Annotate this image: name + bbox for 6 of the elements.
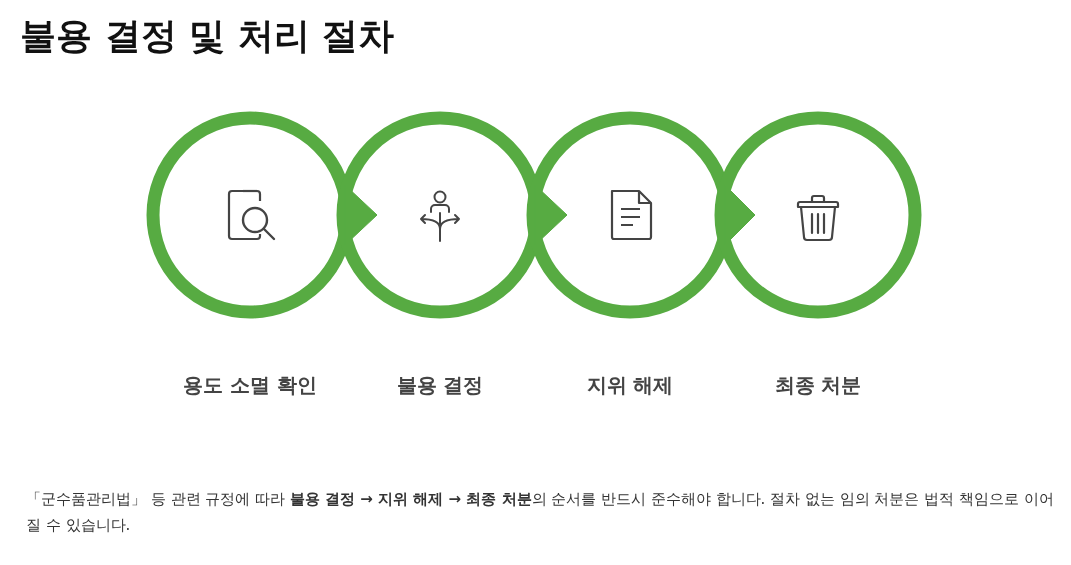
step-label: 지위 해제: [585, 372, 675, 399]
step-label: 최종 처분: [773, 372, 863, 399]
title: 불용 결정 및 처리 절차: [20, 14, 395, 58]
step-label: 불용 결정: [395, 372, 485, 399]
note-text: 「군수품관리법」 등 관련 규정에 따라 불용 결정 → 지위 해제 → 최종 처분의 순서를 반드시 준수해야 합니다. 절차 없는 임의 처분은 법적 책임으로 이어질 수 있습니다.: [26, 489, 1055, 536]
step-label: 용도 소멸 확인: [182, 372, 318, 399]
